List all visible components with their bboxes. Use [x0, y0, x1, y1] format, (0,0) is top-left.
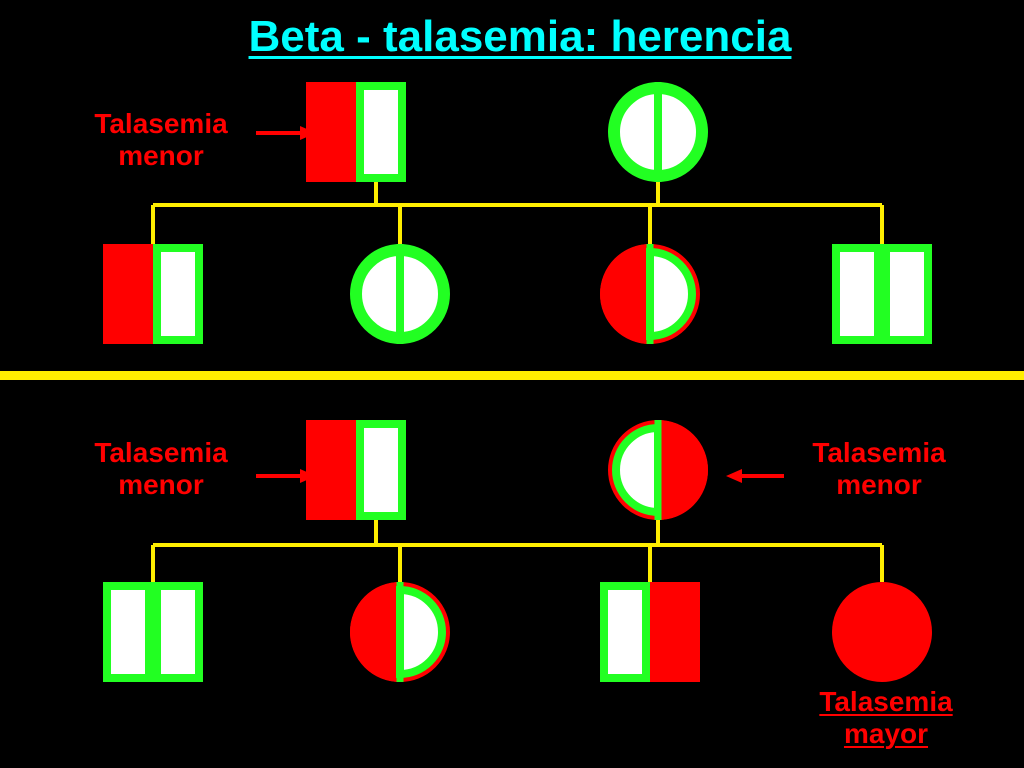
bottom-mother-left-half [612, 423, 662, 517]
bottom-mother-right-half [658, 420, 708, 520]
panel-divider [0, 371, 1024, 380]
bottom-child-1 [103, 582, 203, 682]
label-bottom-father: Talasemia menor [66, 437, 256, 501]
label-top-father-line2: menor [118, 140, 204, 171]
arrow-top-father-head [300, 126, 316, 140]
label-bottom-mother-line1: Talasemia [812, 437, 946, 468]
bottom-child-4-body [832, 582, 932, 682]
top-mother [608, 82, 708, 182]
label-top-father: Talasemia menor [66, 108, 256, 172]
label-bottom-mother-line2: menor [836, 469, 922, 500]
label-bottom-father-line1: Talasemia [94, 437, 228, 468]
top-child-3 [600, 244, 700, 344]
top-child-1 [103, 244, 203, 344]
bottom-father-right-half [356, 420, 406, 520]
bottom-father-left-half [306, 420, 356, 520]
top-child-3-left-half [600, 244, 650, 344]
bottom-child-2-right-half [396, 585, 446, 679]
label-bottom-child-mayor: Talasemia mayor [791, 686, 981, 750]
label-bottom-father-line2: menor [118, 469, 204, 500]
top-child-2 [350, 244, 450, 344]
bottom-child-3-right-half [650, 582, 700, 682]
bottom-child-4 [832, 582, 932, 682]
top-mother-left-half [612, 85, 662, 179]
top-father-left-half [306, 82, 356, 182]
bottom-child-2 [350, 582, 450, 682]
top-child-4-right-half [882, 244, 932, 344]
arrow-bottom-mother-head [726, 469, 742, 483]
bottom-mother [608, 420, 708, 520]
bottom-child-1-right-half [153, 582, 203, 682]
top-child-2-left-half [354, 247, 404, 341]
bottom-father [306, 420, 406, 520]
top-child-1-left-half [103, 244, 153, 344]
top-child-4 [832, 244, 932, 344]
top-father-right-half [356, 82, 406, 182]
top-child-2-right-half [396, 247, 446, 341]
top-child-4-left-half [832, 244, 882, 344]
top-father [306, 82, 406, 182]
bottom-child-3 [600, 582, 700, 682]
top-child-3-right-half [646, 247, 696, 341]
bottom-child-1-left-half [103, 582, 153, 682]
arrow-bottom-mother [726, 469, 784, 483]
top-child-1-right-half [153, 244, 203, 344]
label-bottom-child-mayor-line1: Talasemia [819, 686, 953, 717]
label-bottom-child-mayor-line2: mayor [843, 718, 929, 749]
bottom-child-3-left-half [600, 582, 650, 682]
bottom-child-2-left-half [350, 582, 400, 682]
slide-title: Beta - talasemia: herencia [248, 12, 792, 61]
pedigree-panel-top [103, 82, 932, 344]
arrow-bottom-father [256, 469, 316, 483]
label-bottom-mother: Talasemia menor [784, 437, 974, 501]
arrow-top-father [256, 126, 316, 140]
pedigree-panel-bottom [103, 420, 932, 682]
arrow-bottom-father-head [300, 469, 316, 483]
top-mother-right-half [654, 85, 704, 179]
label-top-father-line1: Talasemia [94, 108, 228, 139]
